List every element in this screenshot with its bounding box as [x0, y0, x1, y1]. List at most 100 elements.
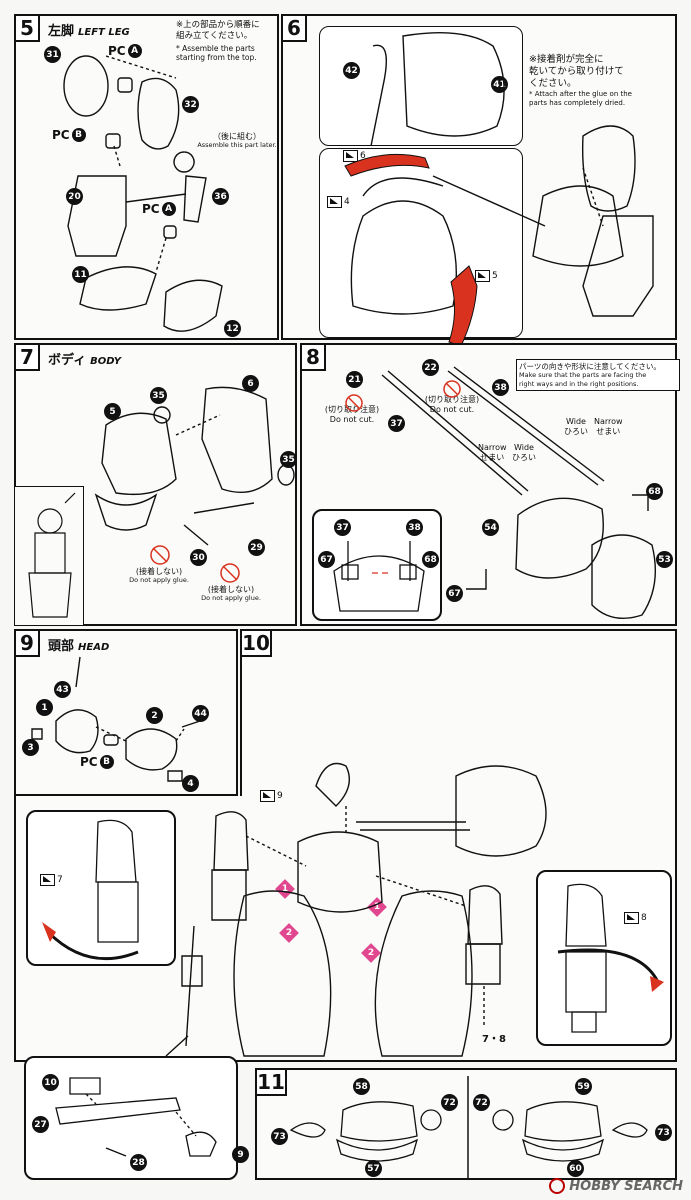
glue-note-en: * Attach after the glue on the parts has… — [529, 90, 632, 107]
title-en: BODY — [90, 356, 121, 367]
part-35: 35 — [150, 387, 167, 404]
step-number: 6 — [281, 14, 307, 42]
part-29: 29 — [248, 539, 265, 556]
head-illustration — [31, 656, 207, 782]
left-arm-illustration — [42, 819, 139, 961]
step-number: 11 — [255, 1068, 287, 1096]
right-arm-detail: 8 — [536, 870, 672, 1046]
hobby-search-watermark: HOBBY SEARCH — [549, 1178, 683, 1194]
step-10-main: 7 8 9 1 2 1 2 7・8 — [14, 762, 677, 1062]
marker-9: 9 — [260, 790, 283, 802]
part-59: 59 — [575, 1078, 592, 1095]
part-67-detail: 67 — [318, 551, 335, 568]
marker-4: 4 — [327, 196, 350, 208]
title-jp: 左脚 — [48, 24, 75, 39]
part-4: 4 — [182, 775, 199, 792]
part-43: 43 — [54, 681, 71, 698]
title-en: HEAD — [78, 642, 110, 653]
reference-figure-box — [14, 486, 84, 626]
body-illustration — [94, 386, 295, 583]
step-number: 7 — [14, 343, 40, 371]
part-53: 53 — [656, 551, 673, 568]
part-28: 28 — [130, 1154, 147, 1171]
final-assembly-illustration — [165, 762, 547, 1057]
part-68-detail: 68 — [422, 551, 439, 568]
step-11-panel: 11 58 72 73 57 59 72 73 60 — [255, 1068, 677, 1180]
right-arm-illustration — [557, 883, 664, 1033]
title-en: LEFT LEG — [78, 27, 130, 38]
part-22: 22 — [422, 359, 439, 376]
no-glue-note-2: (接着しない)Do not apply glue. — [201, 585, 261, 602]
part-60: 60 — [567, 1160, 584, 1177]
part-54: 54 — [482, 519, 499, 536]
shoulder-illustration — [344, 32, 654, 347]
part-68: 68 — [646, 483, 663, 500]
step-8-panel: 8 パーツの向きや形状に注意してください。 Make sure that the… — [300, 343, 680, 626]
leg-cover-illustration — [289, 1076, 648, 1178]
weapon-illustration — [55, 1077, 217, 1157]
marker-5: 5 — [475, 270, 498, 282]
part-73-b: 73 — [655, 1124, 672, 1141]
step-6-panel: 6 ※接着剤が完全に 乾いてから取り付けて ください。 * Attach aft… — [281, 14, 677, 347]
no-cut-note-1: (切り取り注意)Do not cut. — [324, 405, 380, 424]
part-67: 67 — [446, 585, 463, 602]
later-note: （後に組む）Assemble this part later. — [197, 132, 277, 149]
part-31: 31 — [44, 46, 61, 63]
part-72-b: 72 — [473, 1094, 490, 1111]
part-73: 73 — [271, 1128, 288, 1145]
part-37-detail: 37 — [334, 519, 351, 536]
step-number: 8 — [300, 343, 326, 371]
title-jp: 頭部 — [48, 639, 75, 654]
part-2: 2 — [146, 707, 163, 724]
step-number: 9 — [14, 629, 40, 657]
marker-6: 6 — [343, 150, 366, 162]
part-38: 38 — [492, 379, 509, 396]
part-12: 12 — [224, 320, 241, 337]
hobby-search-logo-icon — [549, 1178, 566, 1194]
part-38-detail: 38 — [406, 519, 423, 536]
marker-8: 8 — [624, 912, 647, 924]
step-8-detail-box: 37 38 67 68 — [312, 509, 442, 621]
part-58: 58 — [353, 1078, 370, 1095]
step-6-sub-top — [319, 26, 523, 146]
no-glue-note-1: (接着しない)Do not apply glue. — [129, 567, 189, 584]
part-10: 10 — [42, 1074, 59, 1091]
parts-7-8-label: 7・8 — [482, 1034, 506, 1045]
part-9: 9 — [232, 1146, 249, 1163]
part-1: 1 — [36, 699, 53, 716]
part-5: 5 — [104, 403, 121, 420]
step-10-panel: 10 — [240, 629, 677, 796]
step-number: 10 — [240, 629, 272, 657]
part-37: 37 — [388, 415, 405, 432]
part-72: 72 — [441, 1094, 458, 1111]
part-44: 44 — [192, 705, 209, 722]
part-35-b: 35 — [280, 451, 297, 468]
mobile-suit-reference — [28, 492, 76, 618]
left-leg-illustration — [63, 55, 223, 332]
assembly-note-jp: ※上の部品から順番に 組み立てください。 — [176, 20, 260, 41]
part-57: 57 — [365, 1160, 382, 1177]
part-36: 36 — [212, 188, 229, 205]
part-32: 32 — [182, 96, 199, 113]
left-arm-detail: 7 — [26, 810, 176, 966]
assembly-note-en: * Assemble the parts starting from the t… — [176, 44, 257, 63]
part-6: 6 — [242, 375, 259, 392]
backpack-illustration — [345, 366, 657, 619]
title-jp: ボディ — [48, 353, 87, 368]
no-cut-note-2: (切り取り注意)Do not cut. — [424, 395, 480, 414]
part-42: 42 — [343, 62, 360, 79]
watermark-text: HOBBY SEARCH — [569, 1178, 683, 1194]
